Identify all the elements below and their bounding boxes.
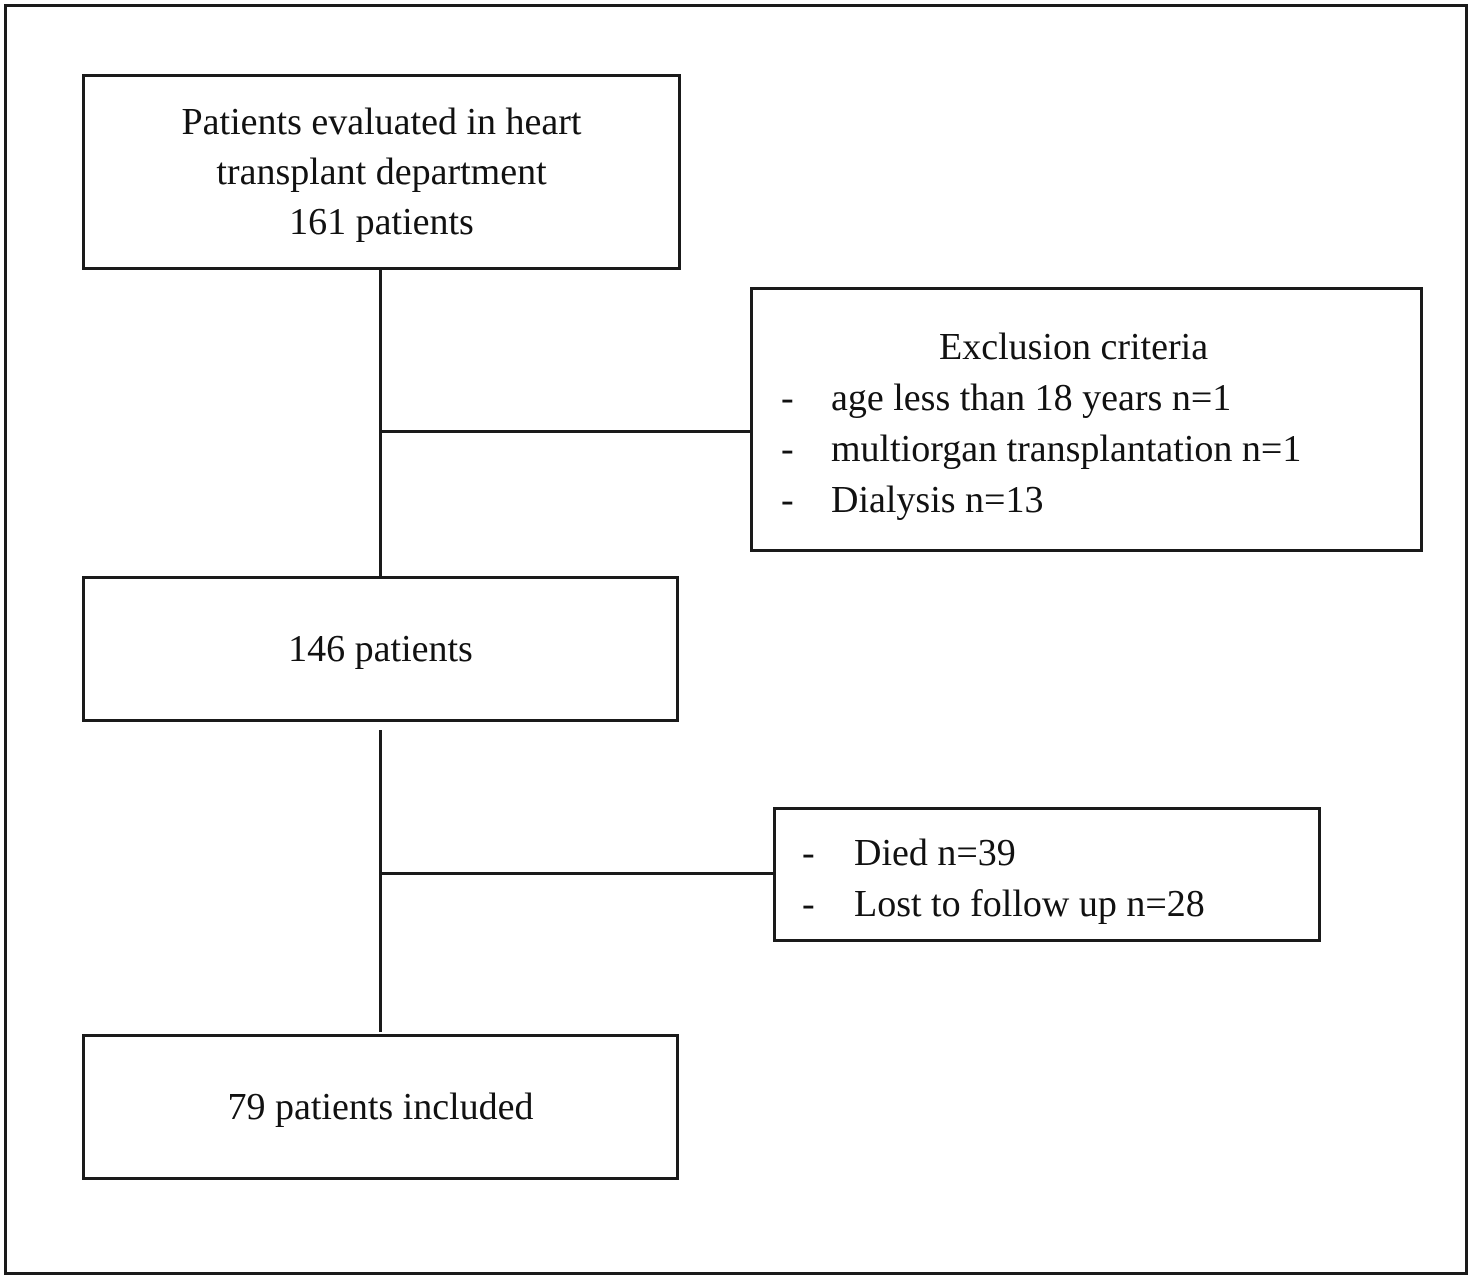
exclusion-item-2: multiorgan transplantation n=1: [831, 428, 1302, 470]
exclusion-item-3: Dialysis n=13: [831, 479, 1044, 521]
box-exclusion-criteria: Exclusion criteria - age less than 18 ye…: [750, 287, 1423, 552]
exclusion-item-1: age less than 18 years n=1: [831, 377, 1232, 419]
box-79-patients-included: 79 patients included: [82, 1034, 679, 1180]
loss-item-died: Died n=39: [854, 832, 1016, 874]
box-patients-evaluated: Patients evaluated in heart transplant d…: [82, 74, 681, 270]
loss-item-lost-follow-up: Lost to follow up n=28: [854, 883, 1205, 925]
box-losses: - Died n=39 - Lost to follow up n=28: [773, 807, 1321, 942]
loss-item-1-marker: -: [802, 832, 815, 874]
exclusion-item-1-marker: -: [781, 377, 794, 419]
connector-to-losses: [379, 872, 775, 875]
exclusion-item-2-marker: -: [781, 428, 794, 470]
connector-top-to-middle: [379, 270, 382, 578]
box-line-2: transplant department: [216, 151, 547, 193]
exclusion-title: Exclusion criteria: [939, 326, 1209, 368]
loss-item-2-marker: -: [802, 883, 815, 925]
box-146-patients: 146 patients: [82, 576, 679, 722]
box-146-patients-label: 146 patients: [288, 628, 473, 670]
box-line-1: Patients evaluated in heart: [181, 101, 582, 143]
diagram-frame: [4, 4, 1468, 1275]
box-79-patients-label: 79 patients included: [227, 1086, 534, 1128]
exclusion-item-3-marker: -: [781, 479, 794, 521]
connector-to-exclusion: [379, 430, 752, 433]
box-line-3: 161 patients: [289, 201, 474, 243]
connector-middle-to-bottom: [379, 730, 382, 1032]
